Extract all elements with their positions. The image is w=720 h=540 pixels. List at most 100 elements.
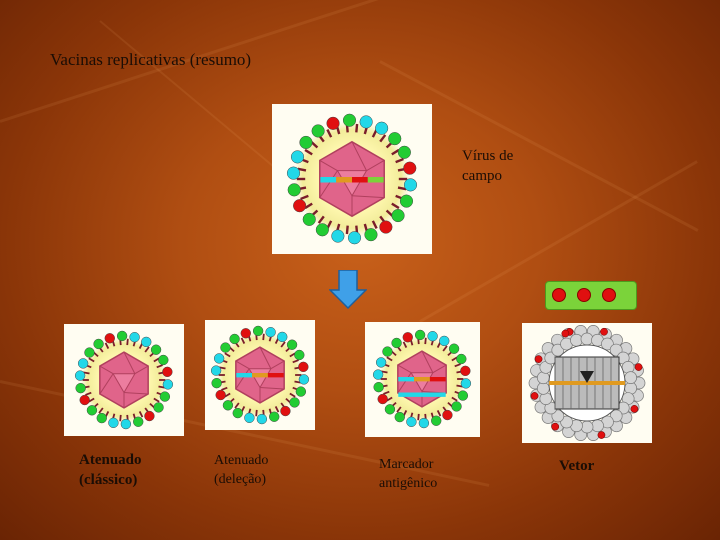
antigen-dot bbox=[223, 400, 233, 410]
antigen-dot bbox=[385, 404, 395, 414]
marker-dots bbox=[546, 282, 636, 309]
envelope-spike bbox=[418, 414, 419, 420]
antigen-dot bbox=[291, 151, 304, 164]
slide-title: Vacinas replicativas (resumo) bbox=[50, 50, 251, 70]
antigen-dot bbox=[343, 114, 356, 127]
genome-segment bbox=[368, 177, 384, 183]
envelope-spike bbox=[347, 226, 348, 234]
attenuated-deletion-image bbox=[205, 320, 315, 430]
antigen-dot bbox=[233, 408, 243, 418]
vector-antigen-dot bbox=[598, 431, 605, 438]
genome-segment bbox=[398, 377, 414, 381]
envelope-spike bbox=[356, 124, 357, 132]
antigen-dot bbox=[87, 405, 97, 415]
antigen-dot bbox=[456, 354, 466, 364]
antigen-dot bbox=[348, 231, 361, 244]
antigen-dot bbox=[400, 195, 413, 208]
antigen-dot bbox=[133, 417, 143, 427]
antigen-dot bbox=[298, 362, 308, 372]
antigen-dot bbox=[288, 184, 301, 197]
antigen-dot bbox=[374, 382, 384, 392]
antigen-dot bbox=[380, 221, 393, 234]
vector-envelope-bead bbox=[581, 333, 593, 345]
antigen-dot bbox=[300, 136, 313, 149]
vector-antigen-dot bbox=[552, 423, 559, 430]
vector-virus-illustration bbox=[522, 323, 652, 443]
antigen-dot bbox=[216, 390, 226, 400]
antigen-dot bbox=[378, 394, 388, 404]
antigen-dot bbox=[375, 122, 388, 135]
genome-segment bbox=[236, 373, 252, 377]
antigen-dot bbox=[419, 418, 429, 428]
antigen-dot bbox=[158, 355, 168, 365]
vector-antigen-dot bbox=[600, 328, 607, 335]
antigen-dot bbox=[130, 332, 140, 342]
genome-segment bbox=[252, 373, 268, 377]
vector-envelope-bead bbox=[625, 372, 637, 384]
antigen-dot bbox=[299, 374, 309, 384]
antigen-dot bbox=[75, 371, 85, 381]
genome-segment bbox=[414, 377, 430, 381]
antigen-dot bbox=[117, 331, 127, 341]
envelope-spike bbox=[120, 415, 121, 421]
antigen-dot bbox=[85, 348, 95, 358]
antigen-dot bbox=[269, 412, 279, 422]
antigen-dot bbox=[211, 366, 221, 376]
antigen-dot bbox=[266, 327, 276, 337]
vector-antigen-dot bbox=[635, 363, 642, 370]
genome-segment bbox=[430, 377, 446, 381]
antigen-dot bbox=[141, 337, 151, 347]
antigen-dot bbox=[373, 370, 383, 380]
virus-illustration bbox=[365, 322, 480, 437]
antigen-dot bbox=[327, 117, 340, 130]
antigen-dot bbox=[383, 347, 393, 357]
antigen-dot bbox=[287, 167, 300, 180]
envelope-spike bbox=[425, 338, 426, 344]
vector-antigen-dot bbox=[535, 356, 542, 363]
antigen-dot bbox=[151, 345, 161, 355]
antigen-dot bbox=[403, 332, 413, 342]
genome-segment bbox=[352, 177, 368, 183]
label-vector: Vetor bbox=[559, 456, 594, 476]
vector-envelope-bead bbox=[581, 421, 593, 433]
virus-illustration bbox=[205, 320, 315, 430]
antigen-dot bbox=[244, 413, 254, 423]
vector-antigen-dot bbox=[562, 330, 569, 337]
antigen-dot bbox=[241, 328, 251, 338]
antigen-dot bbox=[290, 398, 300, 408]
down-arrow-icon bbox=[329, 270, 367, 310]
label-attenuated-deletion: Atenuado (deleção) bbox=[214, 452, 268, 490]
antigen-dot bbox=[154, 403, 164, 413]
antigen-dot bbox=[332, 230, 345, 243]
antigen-dot bbox=[253, 326, 263, 336]
virus-illustration bbox=[272, 104, 432, 254]
genome-segment bbox=[320, 177, 336, 183]
antigen-dot bbox=[395, 412, 405, 422]
antigen-dot bbox=[214, 353, 224, 363]
antigen-dot bbox=[280, 406, 290, 416]
antigen-dot bbox=[442, 410, 452, 420]
attenuated-classic-image bbox=[64, 324, 184, 436]
antigen-dot bbox=[296, 387, 306, 397]
marker-gene bbox=[398, 393, 445, 397]
antigen-dot bbox=[108, 418, 118, 428]
antigen-dot bbox=[312, 125, 325, 138]
vector-virus-image bbox=[522, 323, 652, 443]
antigen-dot bbox=[452, 402, 462, 412]
antigen-dot bbox=[78, 358, 88, 368]
label-antigenic-marker: Marcador antigênico bbox=[379, 456, 437, 494]
antigen-dot bbox=[376, 357, 386, 367]
envelope-spike bbox=[256, 410, 257, 416]
antigen-dot bbox=[404, 179, 417, 192]
genome-segment bbox=[268, 373, 284, 377]
antigen-dot bbox=[121, 419, 131, 429]
antigen-dot bbox=[230, 334, 240, 344]
label-attenuated-classic: Atenuado (clássico) bbox=[79, 450, 142, 491]
antigen-dot bbox=[293, 199, 306, 212]
antigen-dot bbox=[303, 213, 316, 226]
antigen-dot bbox=[458, 391, 468, 401]
antigen-dot bbox=[221, 343, 231, 353]
antigen-dot bbox=[388, 132, 401, 145]
vector-envelope-bead bbox=[537, 382, 549, 394]
antigen-dot bbox=[461, 378, 471, 388]
